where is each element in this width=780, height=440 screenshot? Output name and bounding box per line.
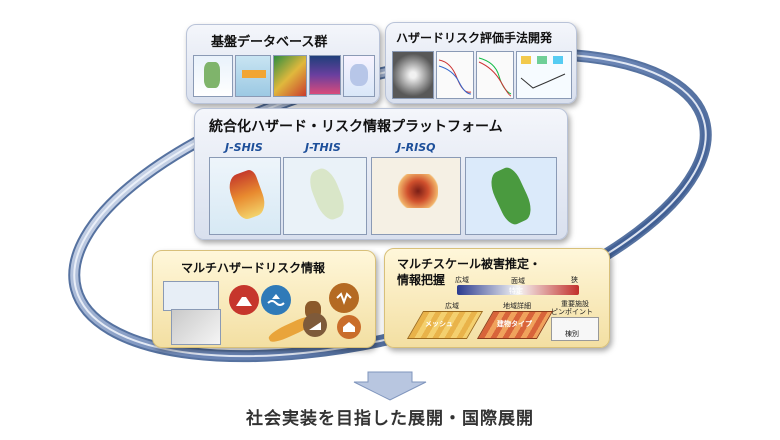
database-thumb-1 [193, 55, 233, 97]
scale-label-mid: 特定 [509, 287, 523, 295]
jshis-logo: J-SHIS [225, 141, 263, 154]
mesh-label: メッシュ [425, 320, 453, 328]
database-thumb-4 [309, 55, 341, 95]
database-title: 基盤データベース群 [211, 35, 328, 50]
multi-scale-title-line2: 情報把握 [397, 273, 446, 287]
key-facility-label: 重要施設 [561, 300, 589, 308]
methods-thumb-4 [516, 51, 572, 99]
methods-thumb-3 [476, 51, 514, 99]
methods-title: ハザードリスク評価手法開発 [396, 31, 553, 45]
multi-scale-panel: マルチスケール被害推定・ 情報把握 広域 面域 狭 特定 広域 地域詳細 重要施… [384, 248, 610, 348]
multi-hazard-panel: マルチハザードリスク情報 [152, 250, 376, 348]
database-thumb-2 [235, 55, 271, 97]
building-unit-label: 棟別 [565, 330, 579, 338]
scale-label-left: 広域 [455, 276, 469, 284]
methods-thumb-1 [392, 51, 434, 99]
multi-scale-title-line1: マルチスケール被害推定・ [397, 257, 542, 271]
volcano-icon [229, 285, 259, 315]
platform-screen-4 [465, 157, 557, 235]
database-thumb-3 [273, 55, 307, 97]
house-icon [337, 315, 361, 339]
platform-title: 統合化ハザード・リスク情報プラットフォーム [209, 119, 503, 135]
building-unit-grid [551, 317, 599, 341]
multi-hazard-map-2 [171, 309, 221, 345]
building-type-label: 建物タイプ [497, 320, 532, 328]
landslide-icon [303, 313, 327, 337]
database-panel: 基盤データベース群 [186, 24, 380, 104]
scale-gradient-bar [457, 285, 579, 295]
multi-hazard-title: マルチハザードリスク情報 [181, 261, 326, 275]
database-thumb-5 [343, 55, 375, 97]
jthis-logo: J-THIS [305, 141, 341, 154]
jrisq-logo: J-RISQ [397, 141, 436, 154]
scale-label-right: 狭 [571, 276, 578, 284]
methods-thumb-2 [436, 51, 474, 99]
down-arrow-icon [353, 371, 427, 401]
platform-screen-2 [283, 157, 367, 235]
pinpoint-label: ピンポイント [551, 308, 593, 316]
scale-label-top: 面域 [511, 277, 525, 285]
footer-text: 社会実装を目指した展開・国際展開 [246, 409, 534, 429]
platform-screen-1 [209, 157, 281, 235]
flood-icon [261, 285, 291, 315]
platform-screen-3 [371, 157, 461, 235]
earthquake-icon [329, 283, 359, 313]
methods-panel: ハザードリスク評価手法開発 [385, 22, 577, 104]
area-detail-label: 地域詳細 [503, 302, 531, 310]
platform-panel: 統合化ハザード・リスク情報プラットフォーム J-SHIS J-THIS J-RI… [194, 108, 568, 240]
area-wide-label: 広域 [445, 302, 459, 310]
multi-hazard-map-1 [163, 281, 219, 311]
